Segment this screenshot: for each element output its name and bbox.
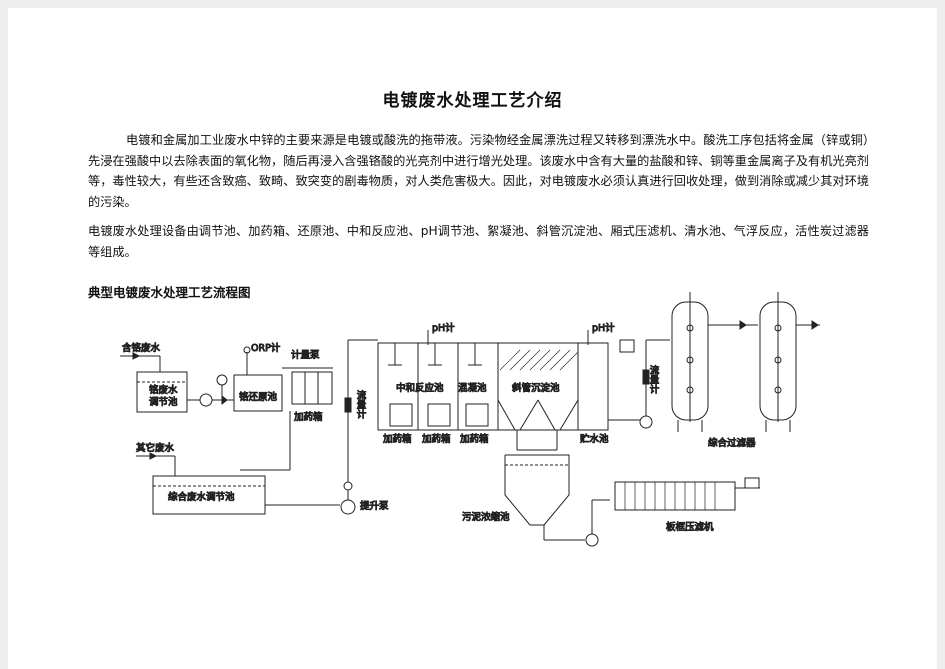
label-sludge: 污泥浓缩池 <box>462 511 510 523</box>
chrome-inlet <box>120 352 161 372</box>
dosing-tank-4 <box>465 403 489 427</box>
valve-1 <box>216 374 228 386</box>
label-orp: ORP计 <box>251 342 281 354</box>
intro-paragraph: 电镀和金属加工业废水中锌的主要来源是电镀或酸洗的拖带液。污染物经金属漂洗过程又转… <box>88 133 869 209</box>
flowmeter-1 <box>344 397 352 413</box>
label-flowmeter-2: 流量计 <box>648 364 660 394</box>
dosing-tank-2 <box>389 403 413 427</box>
label-meter-pump: 计量泵 <box>291 349 320 361</box>
diagram-heading: 典型电镀废水处理工艺流程图 <box>88 285 251 300</box>
label-ph-2: pH计 <box>592 322 615 334</box>
label-mixed-tank: 综合废水调节池 <box>168 491 235 503</box>
label-other-water: 其它废水 <box>136 442 175 454</box>
sludge-pump <box>585 533 599 547</box>
ph-probe <box>619 339 635 353</box>
storage-tank <box>577 342 609 431</box>
label-dosing-4: 加药箱 <box>460 433 489 445</box>
label-press: 板框压滤机 <box>666 521 714 533</box>
label-floc: 混凝池 <box>458 382 487 394</box>
lift-pump <box>340 499 356 515</box>
label-dosing-3: 加药箱 <box>422 433 451 445</box>
storage-pump <box>639 415 653 429</box>
page-title: 电镀废水处理工艺介绍 <box>382 91 563 111</box>
label-dosing-1: 加药箱 <box>294 411 323 423</box>
label-storage: 贮水池 <box>580 433 609 445</box>
label-neutral: 中和反应池 <box>396 382 444 394</box>
label-chrome-tank-1: 铬废水 <box>149 384 178 396</box>
dosing-tank-3 <box>427 403 451 427</box>
dosing-tank-1 <box>291 371 333 405</box>
label-chrome-reduce: 铬还原池 <box>239 391 278 403</box>
label-chrome-water: 含铬废水 <box>122 342 161 354</box>
chrome-equalization-tank <box>136 371 188 413</box>
label-settle: 斜管沉淀池 <box>512 382 560 394</box>
label-ph-1: pH计 <box>432 322 455 334</box>
mixed-equalization-tank <box>152 475 266 515</box>
pump-1 <box>199 393 213 407</box>
equipment-paragraph: 电镀废水处理设备由调节池、加药箱、还原池、中和反应池、pH调节池、絮凝池、斜管沉… <box>88 224 869 259</box>
chrome-reduction-tank <box>233 374 283 412</box>
label-lift-pump: 提升泵 <box>360 500 389 512</box>
label-filter: 综合过滤器 <box>708 437 756 449</box>
flowmeter-2 <box>642 369 650 385</box>
document-page <box>8 8 937 669</box>
label-chrome-tank-2: 调节池 <box>149 396 178 408</box>
label-flowmeter-1: 流量计 <box>355 389 367 419</box>
label-dosing-2: 加药箱 <box>383 433 412 445</box>
